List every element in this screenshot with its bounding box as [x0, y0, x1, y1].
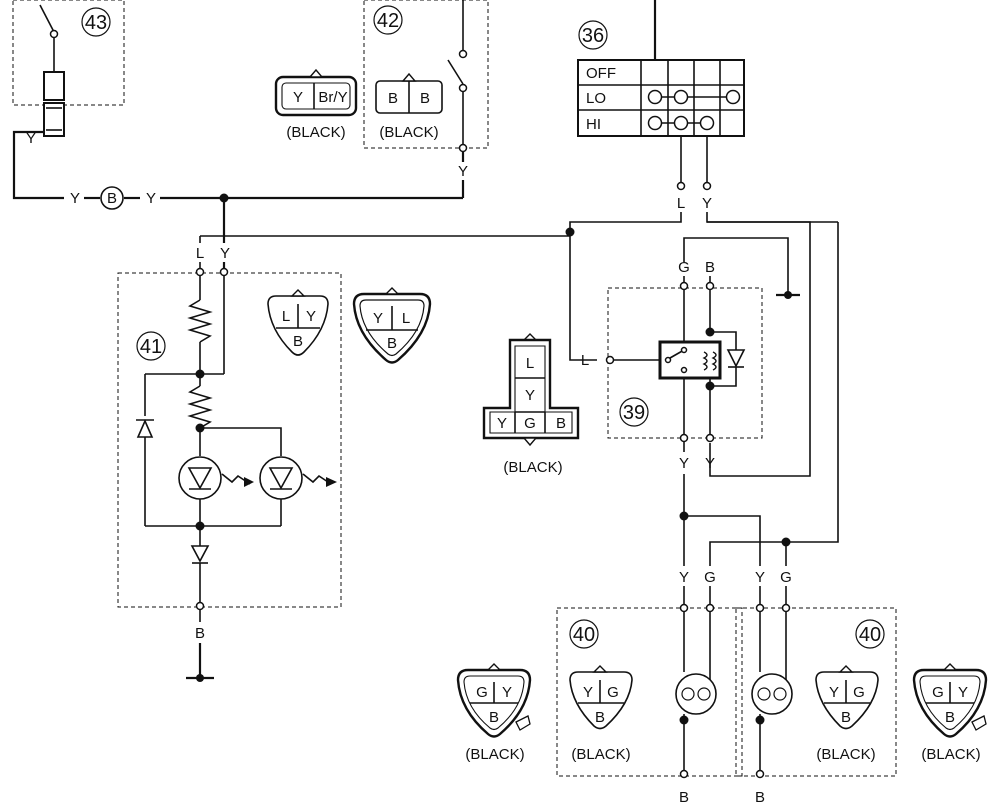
switch-table-36: [577, 0, 745, 137]
pin-label: L: [402, 310, 410, 327]
ref-40-left: 40: [573, 624, 595, 646]
pin-label: G: [524, 415, 536, 432]
pin-label: B: [388, 90, 398, 107]
wire-label: B: [195, 625, 205, 642]
ref-36: 36: [582, 25, 604, 47]
pin-label: Y: [373, 310, 383, 327]
pin-label: Y: [497, 415, 507, 432]
color-label: (BLACK): [503, 459, 562, 476]
reference-numbers: 43 42 36 41 39 40 40: [81, 5, 885, 649]
ref-43: 43: [85, 12, 107, 34]
color-label: (BLACK): [379, 124, 438, 141]
pin-label: Y: [502, 684, 512, 701]
wire-label: Y: [220, 245, 230, 262]
pin-label: Y: [306, 308, 316, 325]
component-41: [136, 267, 337, 682]
row-lo: LO: [586, 90, 606, 107]
wire-label: Y: [705, 455, 715, 472]
wire-label: B: [107, 190, 117, 207]
pin-label: Y: [583, 684, 593, 701]
component-42: [447, 0, 468, 198]
pin-label: B: [293, 333, 303, 350]
connector-pin-labels: Y Br/Y B B L Y B Y L B L Y Y G B G Y B Y…: [282, 89, 968, 726]
color-label: (BLACK): [286, 124, 345, 141]
connector-color-labels: (BLACK) (BLACK) (BLACK) (BLACK) (BLACK) …: [286, 124, 980, 763]
wire-label: Y: [755, 569, 765, 586]
row-hi: HI: [586, 116, 601, 133]
pin-label: B: [387, 335, 397, 352]
ref-41: 41: [140, 336, 162, 358]
color-label: (BLACK): [816, 746, 875, 763]
connector-40-c: [815, 665, 879, 730]
connector-42b: [375, 72, 443, 114]
box-43: [12, 0, 125, 106]
wire-label: G: [780, 569, 792, 586]
component-43: [12, 4, 65, 200]
pin-label: G: [853, 684, 865, 701]
color-label: (BLACK): [465, 746, 524, 763]
pin-label: B: [595, 709, 605, 726]
pin-label: G: [932, 684, 944, 701]
wire-label: L: [581, 352, 589, 369]
connector-42a: [274, 68, 358, 117]
pin-label: B: [420, 90, 430, 107]
connector-40-d: [912, 663, 988, 738]
wire-label: B: [679, 789, 689, 804]
connector-41a: [267, 289, 329, 356]
wire-label: G: [678, 259, 690, 276]
wire-label: Y: [702, 195, 712, 212]
pin-label: Br/Y: [318, 89, 347, 106]
pin-label: L: [282, 308, 290, 325]
row-off: OFF: [586, 65, 616, 82]
box-40-left: [556, 607, 743, 777]
bulb-40-right: [751, 586, 793, 779]
pin-label: B: [556, 415, 566, 432]
wire-label: G: [704, 569, 716, 586]
connector-39: [482, 333, 580, 447]
wire-label: Y: [26, 130, 36, 147]
wire-labels: Y Y B Y Y L Y B L Y L G B Y Y Y G Y G B …: [26, 130, 792, 804]
bulb-40-left: [675, 586, 717, 779]
pin-label: B: [841, 709, 851, 726]
pin-label: Y: [958, 684, 968, 701]
ref-40-right: 40: [859, 624, 881, 646]
wire-label: L: [196, 245, 204, 262]
box-42: [363, 0, 489, 149]
pin-label: Y: [293, 89, 303, 106]
pin-label: B: [489, 709, 499, 726]
ref-39: 39: [623, 402, 645, 424]
wire-label: Y: [458, 163, 468, 180]
wire-label: B: [705, 259, 715, 276]
b-marker: [100, 186, 124, 210]
switch-table-labels: OFF LO HI: [586, 65, 616, 133]
wire-label: Y: [679, 569, 689, 586]
connector-40-b: [569, 665, 633, 730]
connector-41b: [352, 287, 432, 364]
component-39: [658, 237, 800, 452]
wire-label: L: [677, 195, 685, 212]
box-40-right: [735, 607, 897, 777]
wire-label: Y: [679, 455, 689, 472]
pin-label: B: [945, 709, 955, 726]
connector-40-a: [456, 663, 532, 738]
pin-label: Y: [525, 387, 535, 404]
pin-label: L: [526, 355, 534, 372]
box-41: [117, 272, 342, 608]
color-label: (BLACK): [921, 746, 980, 763]
ref-42: 42: [377, 10, 399, 32]
pin-label: Y: [829, 684, 839, 701]
wire-label: B: [755, 789, 765, 804]
wire-label: Y: [146, 190, 156, 207]
color-label: (BLACK): [571, 746, 630, 763]
pin-label: G: [476, 684, 488, 701]
pin-label: G: [607, 684, 619, 701]
wire-label: Y: [70, 190, 80, 207]
